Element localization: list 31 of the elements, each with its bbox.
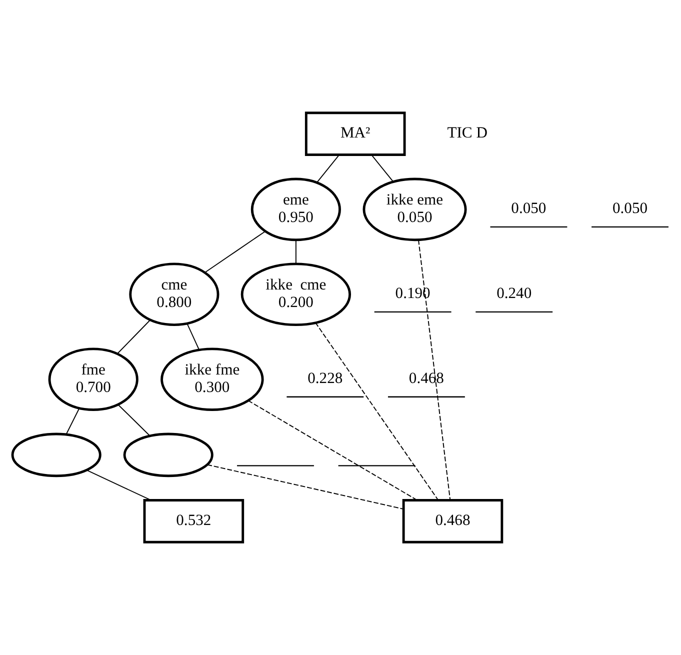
label: TIC D	[447, 124, 488, 142]
connector	[316, 154, 340, 184]
connector	[116, 320, 150, 354]
connector	[186, 322, 200, 350]
node-ellipse: ikke eme 0.050	[362, 178, 467, 242]
connector	[371, 154, 394, 182]
connector	[248, 400, 418, 500]
node-box: MA²	[304, 112, 406, 156]
node-ellipse	[11, 432, 102, 478]
label: 0.050	[612, 200, 648, 218]
label: 0.240	[496, 285, 532, 302]
connector	[295, 239, 296, 264]
label: 0.050	[511, 200, 546, 218]
connector	[66, 408, 80, 435]
label: 0.468	[408, 370, 444, 388]
connector	[315, 322, 439, 500]
node-box: 0.532	[143, 499, 244, 544]
node-ellipse: ikke fme 0.300	[160, 348, 264, 411]
connector	[204, 230, 266, 273]
node-ellipse: fme 0.700	[48, 348, 138, 411]
connector	[86, 470, 152, 501]
label: 0.228	[308, 370, 343, 388]
connector	[206, 464, 404, 510]
node-ellipse: eme 0.950	[250, 178, 341, 242]
label: 0.190	[395, 285, 430, 302]
node-ellipse	[123, 432, 214, 478]
node-ellipse: ikke cme 0.200	[240, 262, 352, 326]
connector	[418, 239, 451, 500]
connector	[118, 404, 150, 436]
node-ellipse: cme 0.800	[129, 262, 220, 326]
node-box: 0.468	[402, 499, 504, 544]
